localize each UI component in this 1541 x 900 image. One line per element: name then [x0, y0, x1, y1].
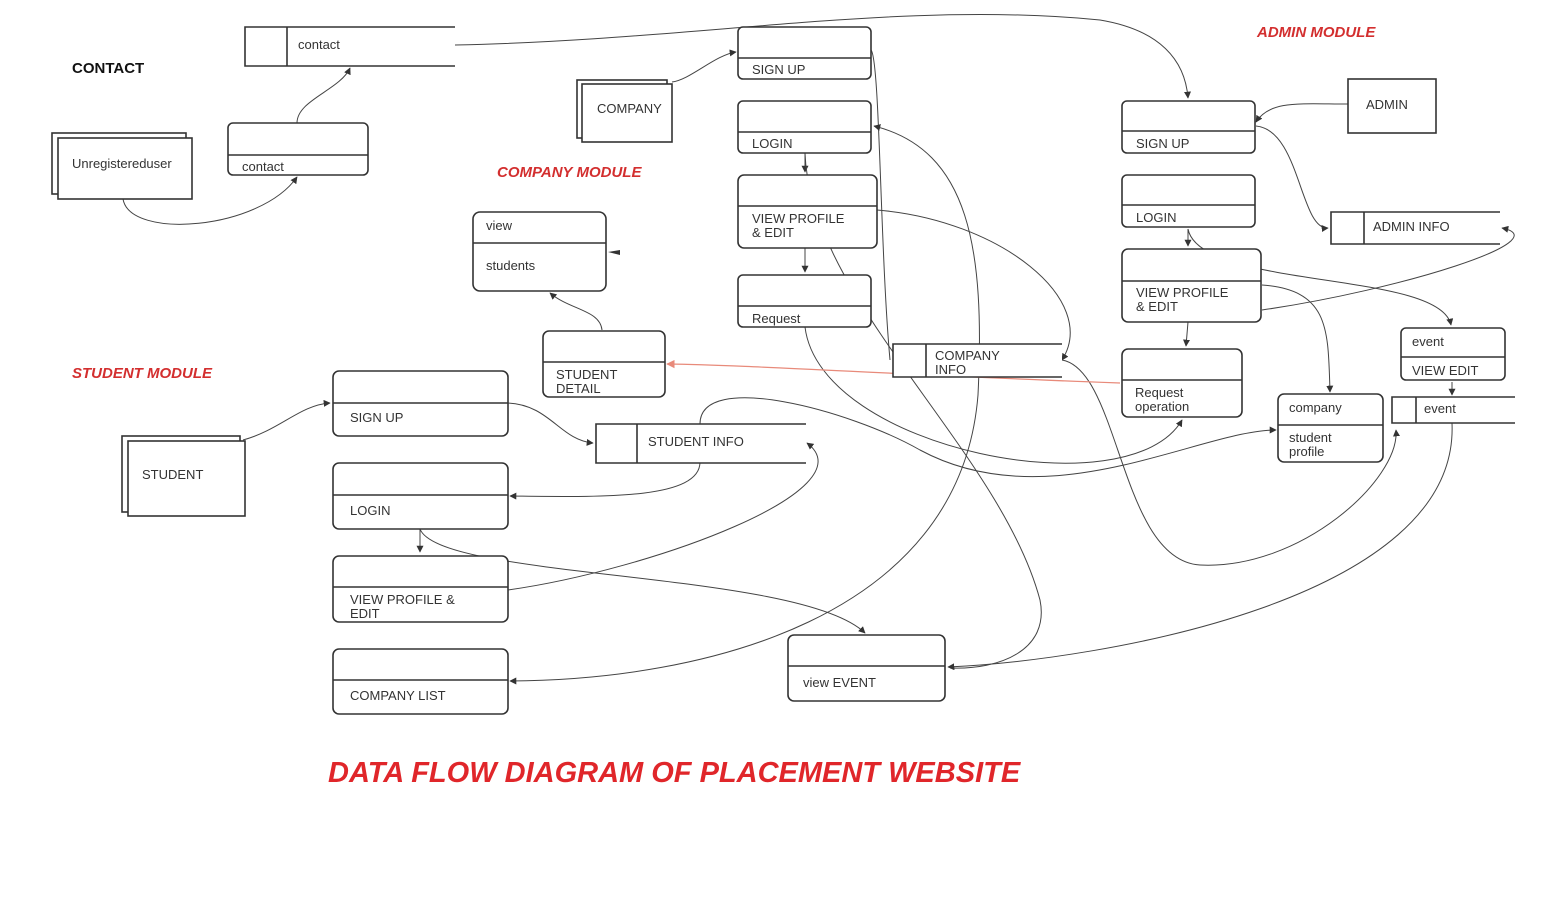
process-event-view-edit[interactable]: event VIEW EDIT — [1400, 327, 1506, 381]
process-admin-view-profile-line2: & EDIT — [1136, 299, 1178, 314]
edge-student-detail-to-view-students — [549, 292, 603, 331]
edge-student-info-to-student-login — [509, 461, 701, 500]
process-student-login[interactable]: LOGIN — [332, 462, 509, 530]
edge-student-view-profile-to-student-info — [507, 442, 819, 591]
entity-company[interactable]: COMPANY — [576, 79, 673, 143]
process-company-view-profile-line2: & EDIT — [752, 225, 794, 240]
edge-company-info-to-company-list — [509, 394, 979, 685]
edge-admin-to-admin-signup — [1255, 103, 1349, 123]
entity-unregistered-user-label: Unregistereduser — [72, 156, 172, 171]
store-admin-info-label: ADMIN INFO — [1373, 219, 1450, 234]
edge-request-operation-to-student-detail — [666, 359, 1121, 384]
process-request-operation-line1: Request — [1135, 385, 1184, 400]
process-student-detail[interactable]: STUDENT DETAIL — [542, 330, 666, 398]
edge-company-info-to-company-login — [873, 124, 980, 396]
process-company-sign-up-label: SIGN UP — [752, 62, 805, 77]
process-admin-login[interactable]: LOGIN — [1121, 174, 1256, 228]
process-admin-view-profile[interactable]: VIEW PROFILE & EDIT — [1121, 248, 1262, 323]
process-company-view-profile[interactable]: VIEW PROFILE & EDIT — [737, 174, 878, 249]
diagram-title: DATA FLOW DIAGRAM OF PLACEMENT WEBSITE — [328, 757, 1022, 789]
process-admin-sign-up[interactable]: SIGN UP — [1121, 100, 1256, 154]
process-view-students-bottom: students — [486, 258, 536, 273]
edge-admin-signup-to-admin-info — [1255, 125, 1329, 232]
edge-company-info-to-company-student-profile — [1061, 359, 1400, 566]
process-request-operation-line2: operation — [1135, 399, 1189, 414]
process-contact-label: contact — [242, 159, 284, 174]
store-contact[interactable]: contact — [244, 26, 455, 67]
process-view-event-label: view EVENT — [803, 675, 876, 690]
edge-student-info-to-company-student-profile — [699, 397, 1277, 478]
edge-student-signup-to-student-info — [507, 402, 594, 446]
process-student-view-profile-line2: EDIT — [350, 606, 380, 621]
process-company-student-profile-line1: student — [1289, 430, 1332, 445]
store-contact-label: contact — [298, 37, 340, 52]
edge-unregistered-to-contact-process — [122, 176, 298, 225]
process-view-event[interactable]: view EVENT — [787, 634, 946, 702]
store-student-info[interactable]: STUDENT INFO — [595, 423, 806, 464]
process-company-student-profile-top: company — [1289, 400, 1342, 415]
process-student-sign-up[interactable]: SIGN UP — [332, 370, 509, 437]
process-request-operation[interactable]: Request operation — [1121, 348, 1243, 418]
process-company-login-label: LOGIN — [752, 136, 792, 151]
edge-event-store-to-view-event — [947, 422, 1453, 671]
entity-company-label: COMPANY — [597, 101, 662, 116]
process-event-view-edit-top: event — [1412, 334, 1444, 349]
process-student-company-list[interactable]: COMPANY LIST — [332, 648, 509, 715]
process-admin-view-profile-line1: VIEW PROFILE — [1136, 285, 1229, 300]
section-title-company-module: COMPANY MODULE — [497, 164, 642, 181]
process-student-sign-up-label: SIGN UP — [350, 410, 403, 425]
edge-company-request-to-request-operation — [804, 326, 1183, 464]
edge-admin-view-profile-to-company-student-profile — [1261, 284, 1334, 393]
store-company-info[interactable]: COMPANY INFO — [892, 343, 1062, 378]
store-company-info-line2: INFO — [935, 362, 966, 377]
process-student-login-label: LOGIN — [350, 503, 390, 518]
store-company-info-line1: COMPANY — [935, 348, 1000, 363]
process-company-request-label: Request — [752, 311, 801, 326]
process-view-students[interactable]: view students — [472, 211, 620, 292]
process-company-request[interactable]: Request — [737, 274, 872, 328]
process-event-view-edit-bottom: VIEW EDIT — [1412, 363, 1479, 378]
entity-admin[interactable]: ADMIN — [1347, 78, 1437, 134]
edges — [122, 13, 1515, 685]
process-view-students-top: view — [486, 218, 513, 233]
edge-student-login-to-view-event — [419, 528, 866, 634]
process-student-detail-line1: STUDENT — [556, 367, 617, 382]
section-title-contact: CONTACT — [72, 60, 144, 77]
process-admin-sign-up-label: SIGN UP — [1136, 136, 1189, 151]
process-company-student-profile-line2: profile — [1289, 444, 1324, 459]
section-title-admin-module: ADMIN MODULE — [1256, 24, 1376, 41]
store-student-info-label: STUDENT INFO — [648, 434, 744, 449]
entity-student-label: STUDENT — [142, 467, 203, 482]
entity-student[interactable]: STUDENT — [121, 435, 246, 517]
edge-company-signup-to-company-info — [870, 49, 891, 361]
process-student-detail-line2: DETAIL — [556, 381, 601, 396]
edge-admin-view-profile-to-request-operation — [1183, 321, 1191, 347]
process-student-view-profile[interactable]: VIEW PROFILE & EDIT — [332, 555, 509, 623]
entity-unregistered-user[interactable]: Unregistereduser — [51, 132, 193, 200]
process-company-student-profile[interactable]: company student profile — [1277, 393, 1384, 463]
process-company-login[interactable]: LOGIN — [737, 100, 872, 154]
store-event[interactable]: event — [1391, 396, 1515, 424]
process-company-sign-up[interactable]: SIGN UP — [737, 26, 872, 80]
edge-company-login-long — [804, 152, 1042, 669]
edge-contact-process-to-contact-store — [296, 67, 351, 124]
edge-admin-view-profile-to-admin-info — [1261, 225, 1515, 311]
store-admin-info[interactable]: ADMIN INFO — [1330, 211, 1500, 245]
process-company-view-profile-line1: VIEW PROFILE — [752, 211, 845, 226]
process-contact[interactable]: contact — [227, 122, 369, 176]
edge-student-to-student-signup — [242, 399, 331, 441]
entity-admin-label: ADMIN — [1366, 97, 1408, 112]
process-student-company-list-label: COMPANY LIST — [350, 688, 446, 703]
edge-contact-store-to-admin-signup — [454, 13, 1191, 99]
process-admin-login-label: LOGIN — [1136, 210, 1176, 225]
edge-company-to-company-signup — [671, 49, 737, 83]
edge-company-view-profile-to-company-info — [876, 209, 1071, 361]
section-title-student-module: STUDENT MODULE — [72, 365, 213, 382]
process-student-view-profile-line1: VIEW PROFILE & — [350, 592, 455, 607]
store-event-label: event — [1424, 401, 1456, 416]
